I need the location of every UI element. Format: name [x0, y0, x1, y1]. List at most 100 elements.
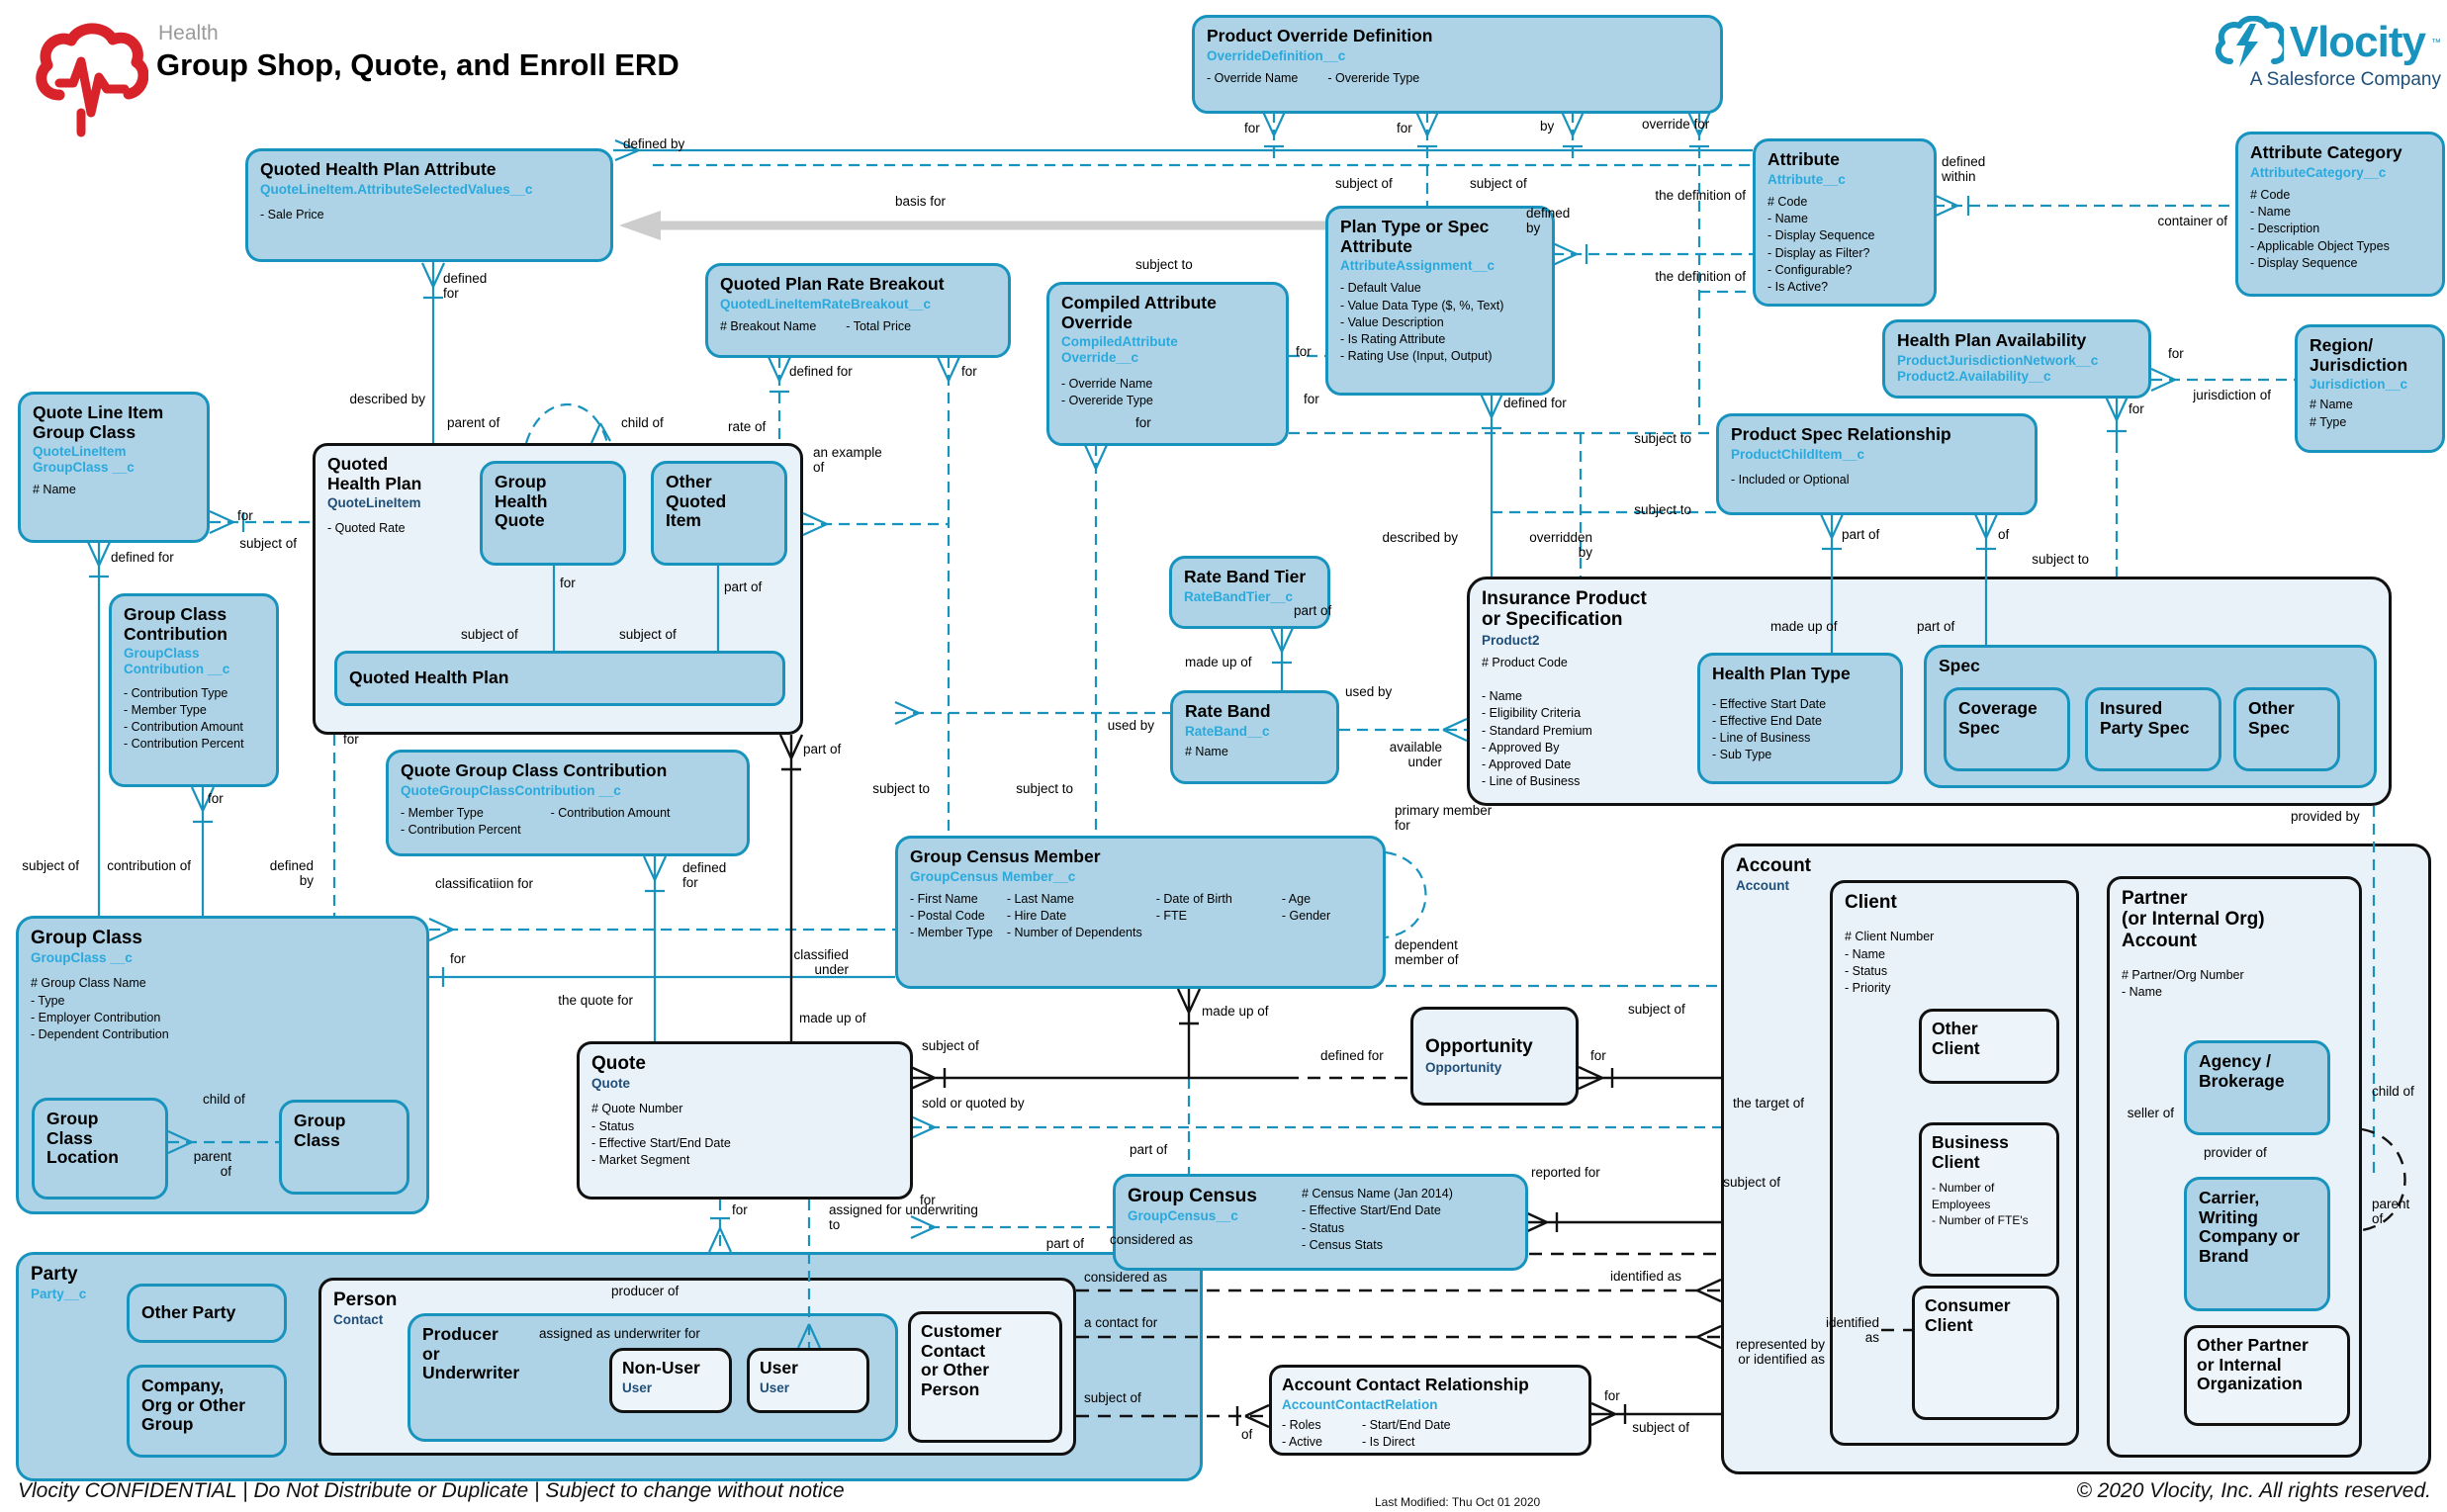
rel-label: of: [1241, 1427, 1253, 1442]
entity-title: Other Client: [1932, 1019, 1980, 1058]
entity-title: Quote Line Item Group Class: [33, 402, 164, 442]
rel-label: the definition of: [1655, 188, 1746, 203]
entity-attrs: - Total Price: [846, 318, 912, 333]
entity-business-client: Business Client - Number of Employees - …: [1919, 1122, 2059, 1277]
entity-title: Group Health Quote: [495, 472, 548, 531]
copyright-notice: © 2020 Vlocity, Inc. All rights reserved…: [2076, 1479, 2431, 1502]
entity-other-partner: Other Partner or Internal Organization: [2184, 1325, 2350, 1426]
entity-api: QuoteLineItem.AttributeSelectedValues__c: [260, 181, 533, 197]
entity-other-spec: Other Spec: [2233, 687, 2340, 771]
rel-label: represented by or identified as: [1735, 1337, 1825, 1368]
entity-attrs: - Effective Start Date - Effective End D…: [1712, 696, 1827, 762]
rel-label: for: [1244, 121, 1260, 135]
entity-attrs: # Name # Type: [2310, 398, 2353, 429]
rel-label: override for: [1642, 117, 1710, 132]
entity-compiled-attribute-override: Compiled Attribute Override CompiledAttr…: [1046, 282, 1289, 446]
entity-api: QuoteLineItem: [327, 495, 421, 511]
entity-title: Company, Org or Other Group: [141, 1376, 246, 1435]
entity-api: Opportunity: [1425, 1059, 1502, 1075]
rel-label: the target of: [1733, 1096, 1805, 1111]
rel-label: for: [2129, 401, 2144, 416]
entity-title: Other Party: [141, 1302, 236, 1323]
rel-label: defined for: [682, 860, 727, 891]
rel-label: for: [961, 364, 977, 379]
entity-title: Region/ Jurisdiction: [2310, 335, 2408, 375]
entity-quoted-health-plan-pill: Quoted Health Plan: [334, 651, 785, 706]
entity-health-plan-type: Health Plan Type - Effective Start Date …: [1697, 653, 1903, 784]
entity-coverage-spec: Coverage Spec: [1944, 687, 2070, 771]
entity-title: Other Partner or Internal Organization: [2197, 1335, 2309, 1394]
rel-label: defined within: [1942, 154, 1986, 185]
entity-quoted-health-plan-attribute: Quoted Health Plan Attribute QuoteLineIt…: [245, 148, 613, 262]
entity-attrs: - Sale Price: [260, 207, 324, 222]
entity-carrier-writing-company: Carrier, Writing Company or Brand: [2184, 1177, 2330, 1311]
entity-attrs: # Name: [1185, 744, 1228, 758]
rel-label: primary member for: [1395, 803, 1493, 834]
rel-label: jurisdiction of: [2193, 388, 2271, 402]
rel-label: for: [1397, 121, 1412, 135]
rel-label: made up of: [799, 1011, 866, 1025]
rel-label: basis for: [895, 194, 947, 209]
entity-product-override-definition: Product Override Definition OverrideDefi…: [1192, 15, 1723, 114]
rel-label: part of: [1917, 619, 1955, 634]
rel-label: for: [1590, 1048, 1606, 1063]
rel-label: made up of: [1185, 655, 1252, 669]
rel-label: part of: [803, 742, 842, 756]
rel-label: for: [2168, 346, 2184, 361]
rel-label: subject of: [922, 1038, 979, 1053]
rel-label: defined for: [789, 364, 853, 379]
rel-label: described by: [349, 392, 425, 406]
entity-attrs: - Contribution Amount: [550, 805, 671, 820]
entity-title: Product Override Definition: [1207, 26, 1433, 45]
entity-attrs: - Age - Gender: [1281, 891, 1331, 924]
entity-group-class-contribution: Group Class Contribution GroupClass Cont…: [109, 593, 279, 787]
entity-api: User: [622, 1379, 653, 1395]
rel-label: for: [1296, 344, 1312, 359]
rel-label: child of: [203, 1092, 245, 1107]
entity-api: Product2: [1482, 632, 1540, 648]
rel-label: used by: [1107, 718, 1154, 733]
entity-title: Group Census Member: [910, 846, 1101, 866]
entity-title: Group Class: [31, 928, 142, 948]
entity-attrs: - Start/End Date - Is Direct: [1362, 1417, 1451, 1450]
entity-attrs: - Roles - Active: [1282, 1417, 1322, 1450]
entity-attrs: # Quote Number - Status - Effective Star…: [591, 1102, 731, 1168]
entity-api: QuotedLineItemRateBreakout__c: [720, 296, 932, 311]
entity-api: AccountContactRelation: [1282, 1396, 1438, 1412]
rel-label: identified as: [1610, 1269, 1682, 1284]
entity-attrs: # Code - Name - Display Sequence - Displ…: [1767, 194, 1875, 295]
rel-label: classified under: [793, 947, 849, 978]
entity-api: AttributeCategory__c: [2250, 164, 2387, 180]
entity-attrs: - Included or Optional: [1731, 472, 1850, 487]
rel-label: for: [920, 1193, 936, 1207]
entity-title: Rate Band: [1185, 701, 1271, 721]
rel-label: subject of: [1470, 176, 1527, 191]
entity-attrs: - Date of Birth - FTE: [1155, 891, 1232, 924]
entity-attrs: - Last Name - Hire Date - Number of Depe…: [1006, 891, 1142, 940]
entity-title: Quoted Plan Rate Breakout: [720, 274, 945, 294]
rel-label: subject of: [619, 627, 677, 642]
rel-label: overridden by: [1529, 530, 1592, 561]
entity-group-census-member: Group Census Member GroupCensus Member__…: [895, 836, 1386, 989]
rel-label: used by: [1345, 684, 1393, 699]
entity-insured-party-spec: Insured Party Spec: [2085, 687, 2221, 771]
rel-label: contribution of: [107, 858, 191, 873]
rel-label: for: [237, 508, 253, 523]
rel-label: made up of: [1770, 619, 1838, 634]
rel-label: classificatiion for: [435, 876, 534, 891]
entity-attrs: # Group Class Name - Type - Employer Con…: [31, 976, 169, 1042]
entity-group-class-child: Group Class: [279, 1100, 409, 1195]
rel-label: for: [208, 791, 224, 806]
entity-api: RateBandTier__c: [1184, 588, 1294, 604]
rel-label: container of: [2157, 214, 2227, 228]
rel-label: subject to: [872, 781, 930, 796]
product-line-label: Health: [158, 22, 219, 44]
rel-label: for: [343, 732, 359, 747]
rel-label: the quote for: [558, 993, 633, 1008]
entity-api: CompiledAttribute Override__c: [1061, 334, 1178, 366]
rel-label: for: [450, 951, 466, 966]
entity-title: Business Client: [1932, 1132, 2009, 1172]
rel-label: assigned as underwriter for: [539, 1326, 700, 1341]
entity-api: GroupCensus Member__c: [910, 868, 1076, 884]
entity-company-org-or-other-group: Company, Org or Other Group: [127, 1365, 287, 1458]
